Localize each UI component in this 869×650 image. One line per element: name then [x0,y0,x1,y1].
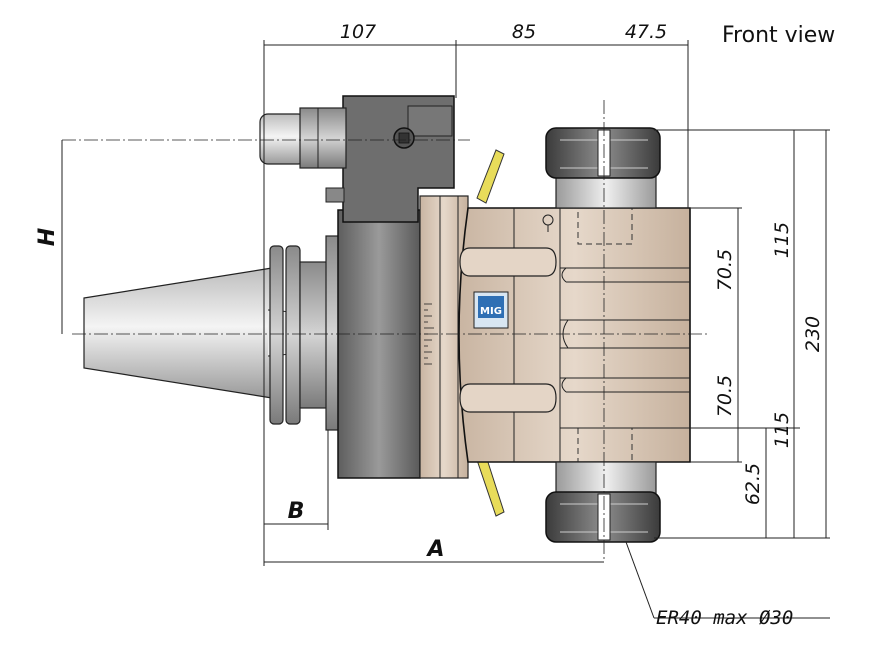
head-body [458,207,691,463]
dim-115-bottom: 115 [771,412,793,448]
dim-107: 107 [340,21,376,43]
dark-disk [337,209,421,479]
svg-text:ER40 max Ø30: ER40 max Ø30 [656,607,793,629]
yellow-strip-bottom [476,455,505,517]
top-dimensions: 107 85 47.5 [263,21,689,420]
right-dimensions: 230 115 115 70.5 70.5 62.5 [560,129,830,539]
dim-h: H [35,140,63,334]
angle-scale [424,303,434,365]
dim-70-5-top: 70.5 [714,249,736,291]
yellow-strip-top [476,149,505,204]
logo-text: MIG [480,306,502,317]
svg-text:A: A [425,537,444,562]
dim-85: 85 [512,21,536,43]
flange-ring-1 [269,245,284,425]
taper-shank [83,267,273,399]
dim-115-top: 115 [771,222,793,258]
flange-ring-2 [285,245,301,425]
dim-230: 230 [802,316,824,352]
view-title: Front view [722,23,835,48]
svg-text:B: B [288,499,305,524]
dim-b: B [264,430,329,530]
dim-a: A [263,420,604,566]
dim-47-5: 47.5 [625,21,667,43]
svg-text:H: H [35,228,60,246]
brand-logo: MIG [473,291,509,329]
collet-callout: ER40 max Ø30 [625,541,830,629]
dim-70-5-bottom: 70.5 [714,375,736,417]
dim-62-5: 62.5 [742,463,764,505]
